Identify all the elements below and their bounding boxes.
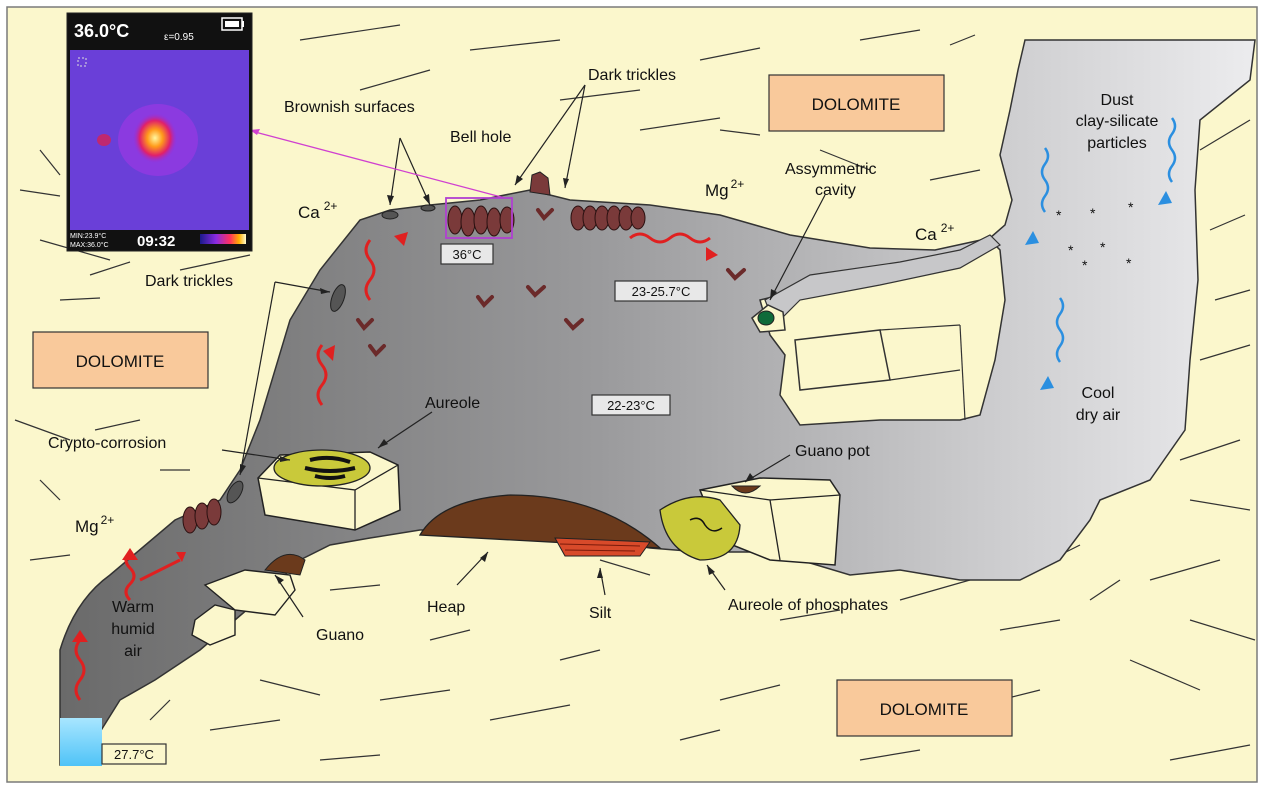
thermal-min: MIN:23.9°C <box>70 232 106 240</box>
label-heap: Heap <box>427 599 465 616</box>
water <box>60 718 102 766</box>
label-assymmetric: Assymmetric <box>785 161 877 178</box>
svg-text:*: * <box>1068 242 1074 258</box>
label-silt: Silt <box>589 605 612 622</box>
svg-text:*: * <box>1128 199 1134 215</box>
label-dust: Dust <box>1101 92 1134 109</box>
label-cool: Cool <box>1082 385 1115 402</box>
thermal-time: 09:32 <box>137 233 175 250</box>
label-bell-hole: Bell hole <box>450 129 511 146</box>
temp-bell: 36°C <box>452 247 481 262</box>
svg-text:*: * <box>1126 255 1132 271</box>
temp-entrance: 27.7°C <box>114 747 154 762</box>
label-aureole: Aureole <box>425 395 480 412</box>
thermal-camera-inset <box>67 13 252 251</box>
svg-text:*: * <box>1100 239 1106 255</box>
temp-middle: 22-23°C <box>607 398 655 413</box>
label-warm: Warm <box>112 599 154 616</box>
label-brownish-surfaces: Brownish surfaces <box>284 99 415 116</box>
dolomite-label-bottom: DOLOMITE <box>880 700 969 719</box>
label-dark-trickles-left: Dark trickles <box>145 273 233 290</box>
svg-text:*: * <box>1090 205 1096 221</box>
thermal-emissivity: ε=0.95 <box>164 32 194 43</box>
aureole-block <box>258 450 400 530</box>
label-crypto-corrosion: Crypto-corrosion <box>48 435 166 452</box>
label-humid: humid <box>111 621 155 638</box>
asymmetric-cavity-fill <box>758 311 774 325</box>
svg-text:*: * <box>1056 207 1062 223</box>
label-guano: Guano <box>316 627 364 644</box>
svg-text:*: * <box>1082 257 1088 273</box>
thermal-max: MAX:36.0°C <box>70 241 109 249</box>
dolomite-label-left: DOLOMITE <box>76 352 165 371</box>
label-clay-silicate: clay-silicate <box>1076 113 1159 130</box>
label-dry-air: dry air <box>1076 407 1121 424</box>
thermal-temp: 36.0°C <box>74 21 129 41</box>
label-particles: particles <box>1087 135 1147 152</box>
label-dark-trickles-top: Dark trickles <box>588 67 676 84</box>
dolomite-label-top: DOLOMITE <box>812 95 901 114</box>
label-aureole-phosphates: Aureole of phosphates <box>728 597 888 614</box>
temp-upper: 23-25.7°C <box>632 284 691 299</box>
label-cavity: cavity <box>815 182 856 199</box>
label-guano-pot: Guano pot <box>795 443 870 460</box>
label-air: air <box>124 643 142 660</box>
